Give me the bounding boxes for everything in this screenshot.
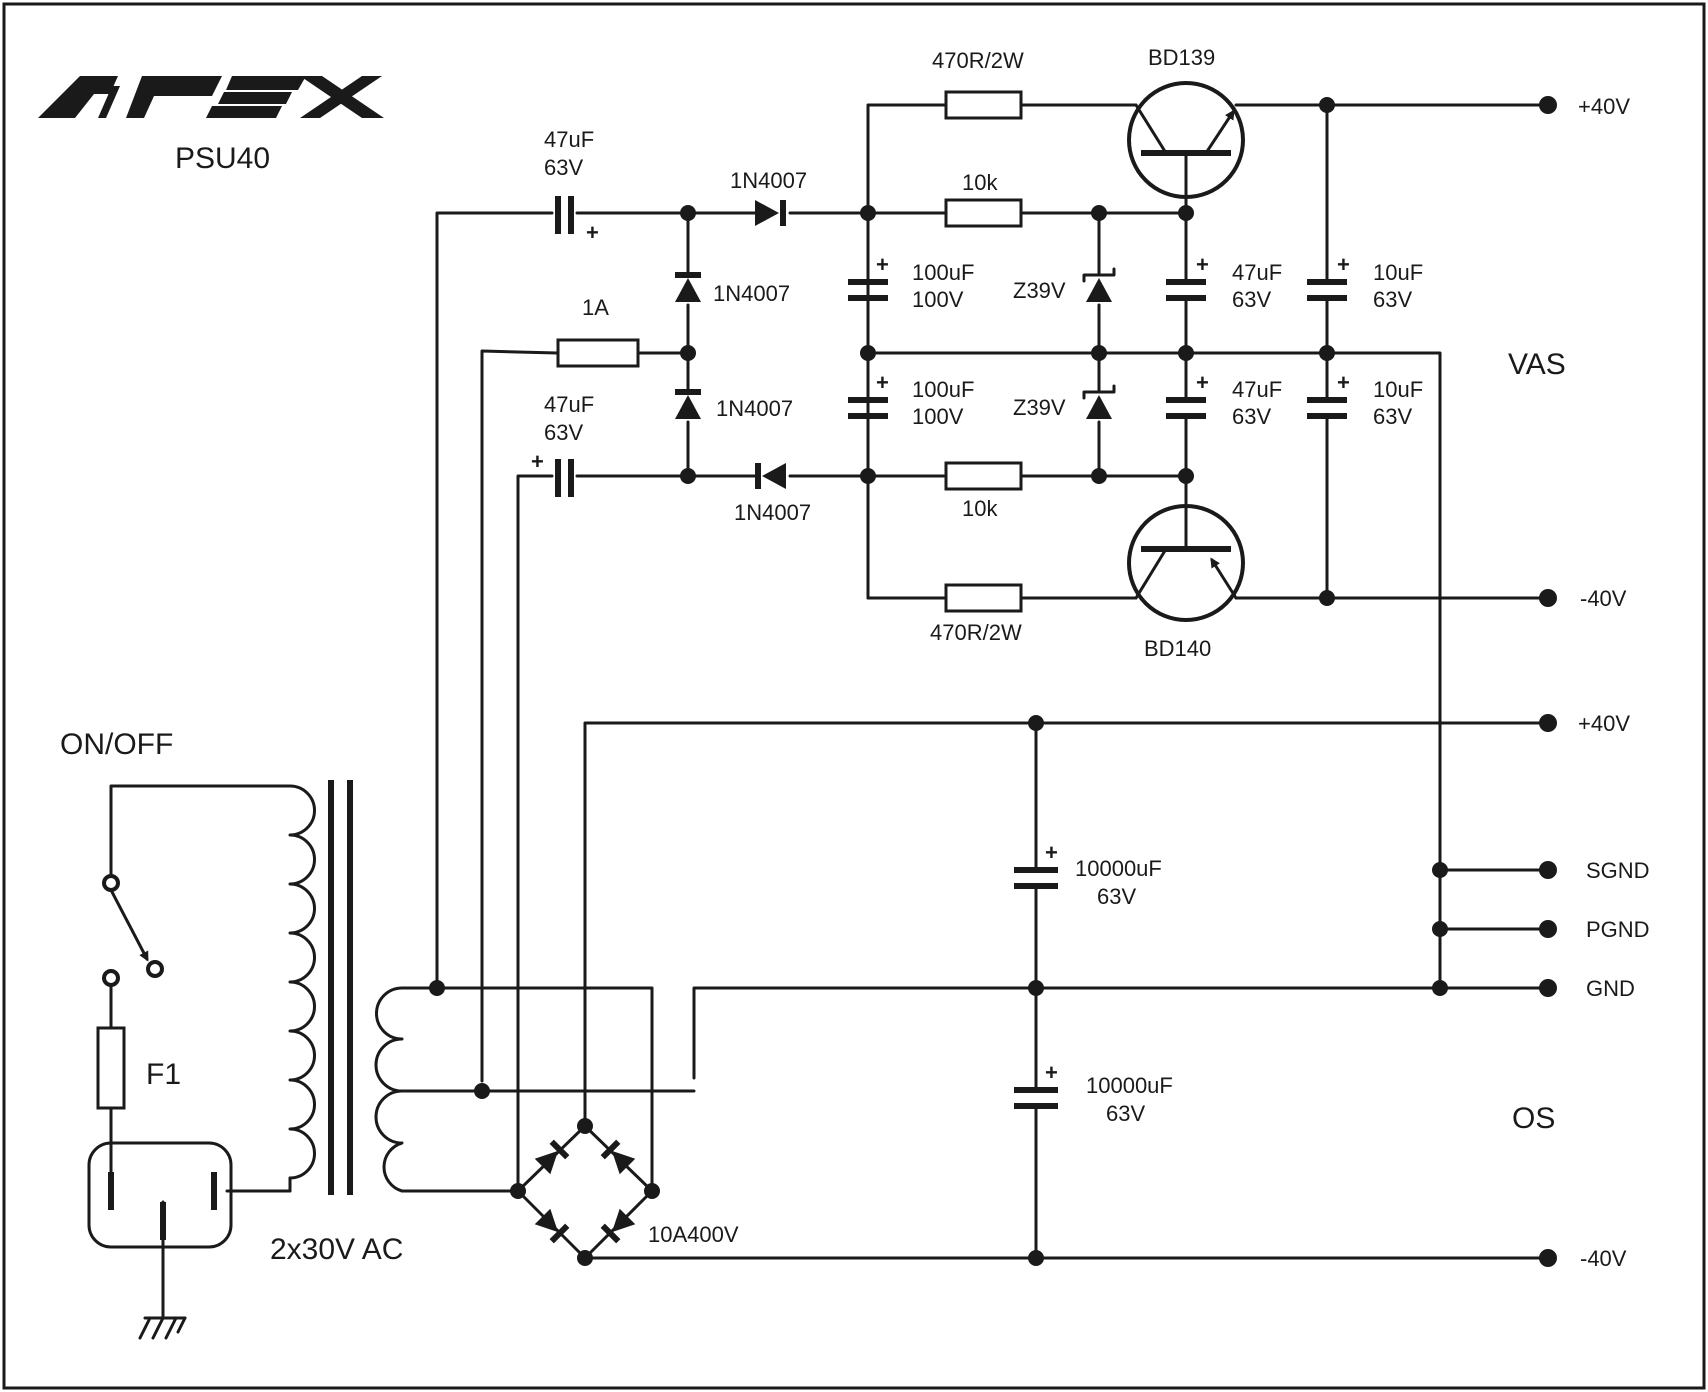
capacitor-c10: +: [1014, 1060, 1058, 1109]
label-c5-value: 47uF: [1232, 260, 1282, 285]
svg-text:+: +: [1196, 252, 1209, 277]
svg-text:+: +: [876, 252, 889, 277]
transistor-q1: [1127, 81, 1245, 215]
label-c1-value: 47uF: [544, 127, 594, 152]
capacitor-c1: +: [555, 196, 599, 245]
label-c1-voltage: 63V: [544, 155, 583, 180]
fuse-1a: [556, 338, 640, 368]
resistor-r4: [944, 583, 1023, 613]
label-c3-voltage: 100V: [912, 287, 964, 312]
terminal-pgnd: [1539, 920, 1557, 938]
zener-zd1: [1082, 267, 1116, 302]
bridge-rectifier: [534, 1139, 636, 1244]
label-terminal-os-pos: +40V: [1578, 711, 1630, 736]
transformer-secondary-winding: [374, 986, 404, 1193]
label-d1: 1N4007: [730, 168, 807, 193]
label-terminal-vas-neg: -40V: [1580, 586, 1627, 611]
label-section-vas: VAS: [1508, 348, 1566, 381]
label-zd1: Z39V: [1013, 278, 1066, 303]
capacitor-c3: +: [848, 252, 889, 301]
terminal-os-pos: [1539, 714, 1557, 732]
resistor-r1: [944, 90, 1023, 120]
label-c6-value: 47uF: [1232, 377, 1282, 402]
label-c5-voltage: 63V: [1232, 287, 1271, 312]
label-c4-value: 100uF: [912, 377, 974, 402]
label-c8-value: 10uF: [1373, 377, 1423, 402]
label-c7-value: 10uF: [1373, 260, 1423, 285]
diode-d1: [755, 200, 786, 226]
label-c6-voltage: 63V: [1232, 404, 1271, 429]
capacitor-c6: +: [1166, 370, 1209, 419]
capacitor-c8: +: [1307, 370, 1350, 419]
terminal-vas-pos: [1539, 96, 1557, 114]
label-terminal-pgnd: PGND: [1586, 917, 1650, 942]
label-section-os: OS: [1512, 1102, 1555, 1135]
label-terminal-sgnd: SGND: [1586, 858, 1650, 883]
terminal-gnd: [1539, 979, 1557, 997]
label-zd2: Z39V: [1013, 395, 1066, 420]
svg-text:+: +: [1045, 1060, 1058, 1085]
resistor-r3: [944, 461, 1023, 491]
label-c4-voltage: 100V: [912, 404, 964, 429]
svg-text:+: +: [531, 449, 544, 474]
label-terminal-vas-pos: +40V: [1578, 94, 1630, 119]
label-d2: 1N4007: [713, 281, 790, 306]
transformer-primary-winding: [288, 784, 316, 1180]
label-c9-value: 10000uF: [1075, 856, 1162, 881]
earth-ground-icon: [138, 1316, 187, 1340]
diode-d2: [675, 272, 701, 302]
label-r3: 10k: [962, 496, 998, 521]
model-label: PSU40: [175, 142, 270, 175]
capacitor-c7: +: [1307, 252, 1350, 301]
diode-d4: [755, 463, 786, 489]
label-c2-value: 47uF: [544, 392, 594, 417]
junction-dots: [429, 97, 1448, 1266]
svg-text:+: +: [1045, 840, 1058, 865]
label-r2: 10k: [962, 170, 998, 195]
label-c10-voltage: 63V: [1106, 1101, 1145, 1126]
label-transformer: 2x30V AC: [270, 1233, 403, 1266]
svg-text:+: +: [876, 370, 889, 395]
transistor-q2: [1127, 474, 1245, 622]
label-c10-value: 10000uF: [1086, 1073, 1173, 1098]
svg-text:+: +: [1337, 252, 1350, 277]
label-terminal-os-neg: -40V: [1580, 1246, 1627, 1271]
label-switch: ON/OFF: [60, 728, 173, 761]
wires: [109, 103, 1550, 1318]
svg-text:+: +: [586, 220, 599, 245]
terminal-vas-neg: [1539, 589, 1557, 607]
label-c7-voltage: 63V: [1373, 287, 1412, 312]
label-bridge: 10A400V: [648, 1222, 739, 1247]
capacitor-c9: +: [1014, 840, 1058, 889]
svg-text:+: +: [1196, 370, 1209, 395]
mains-inlet: [87, 1141, 233, 1249]
label-d4: 1N4007: [734, 500, 811, 525]
zener-zd2: [1082, 384, 1116, 419]
terminal-os-neg: [1539, 1249, 1557, 1267]
capacitor-c2: +: [531, 449, 574, 497]
label-c3-value: 100uF: [912, 260, 974, 285]
label-terminal-gnd: GND: [1586, 976, 1635, 1001]
resistor-r2: [944, 198, 1023, 228]
label-r4: 470R/2W: [930, 620, 1022, 645]
label-r1: 470R/2W: [932, 48, 1024, 73]
label-d3: 1N4007: [716, 396, 793, 421]
label-q1: BD139: [1148, 45, 1215, 70]
svg-text:+: +: [1337, 370, 1350, 395]
capacitor-c5: +: [1166, 252, 1209, 301]
apex-logo: [38, 76, 384, 118]
label-c9-voltage: 63V: [1097, 884, 1136, 909]
terminal-sgnd: [1539, 861, 1557, 879]
capacitor-c4: +: [848, 370, 889, 419]
fuse-f1: [96, 1026, 126, 1110]
label-c2-voltage: 63V: [544, 420, 583, 445]
diode-d3: [675, 389, 701, 419]
power-switch: [102, 874, 164, 987]
label-q2: BD140: [1144, 636, 1211, 661]
label-fuse-1a: 1A: [582, 295, 609, 320]
label-fuse-main: F1: [146, 1058, 181, 1091]
label-c8-voltage: 63V: [1373, 404, 1412, 429]
